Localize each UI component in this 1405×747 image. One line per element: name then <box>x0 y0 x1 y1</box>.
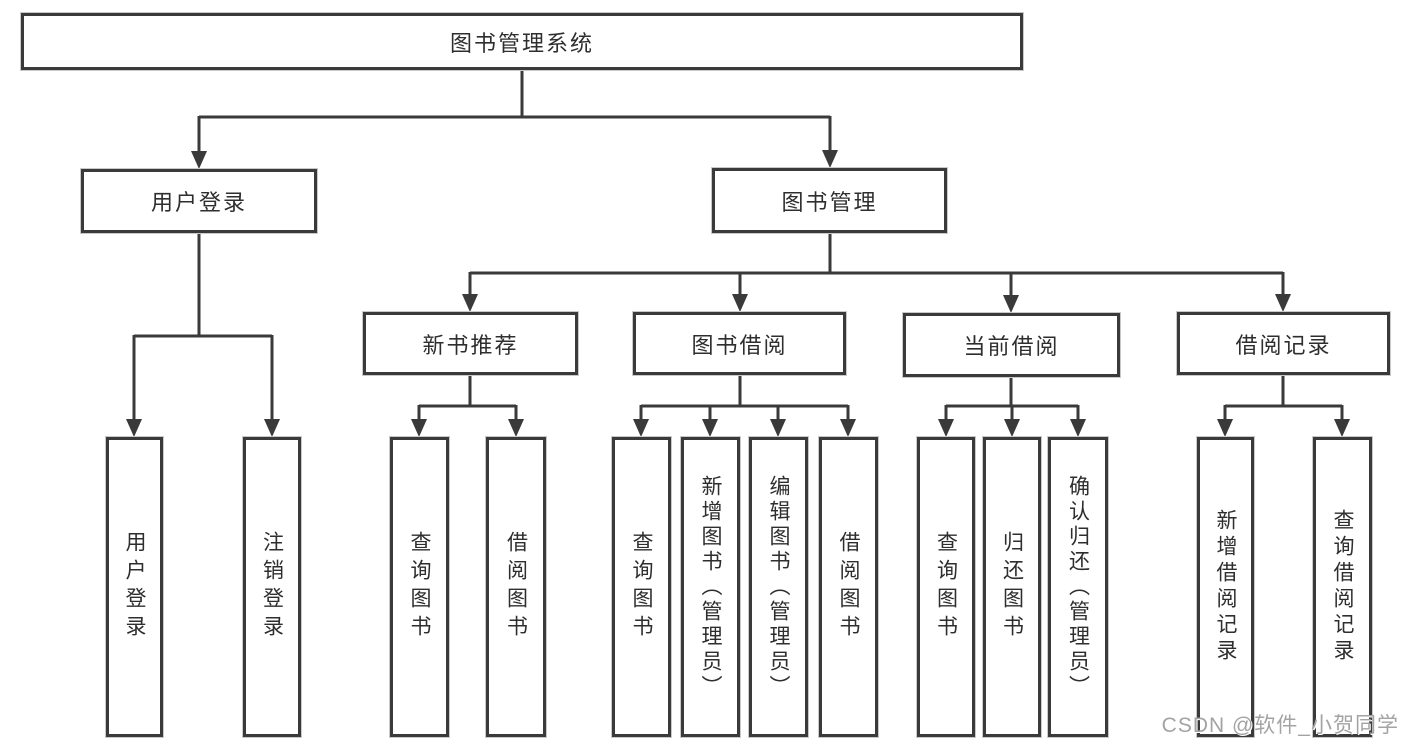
node-book-borrowing: 图书借阅 <box>633 312 846 375</box>
node-borrowing-records-label: 借阅记录 <box>1235 332 1332 358</box>
leaf-return-books: 归还图书 <box>983 437 1041 737</box>
node-new-book-recommend: 新书推荐 <box>363 312 578 375</box>
node-user-login: 用户登录 <box>81 169 317 233</box>
node-book-management: 图书管理 <box>712 168 947 233</box>
leaf-borrow-books-recommend-label: 借阅图书 <box>504 531 528 643</box>
leaf-query-books-recommend: 查询图书 <box>390 437 449 737</box>
arrowhead-icons <box>126 150 1350 437</box>
leaf-logout: 注销登录 <box>243 437 301 737</box>
leaf-add-books-admin-label: 新增图书（管理员） <box>699 474 722 700</box>
leaf-return-books-label: 归还图书 <box>1000 531 1024 643</box>
node-current-borrowing: 当前借阅 <box>903 313 1120 377</box>
leaf-add-books-admin: 新增图书（管理员） <box>681 437 740 737</box>
leaf-edit-books-admin: 编辑图书（管理员） <box>749 437 808 737</box>
leaf-query-borrow-record-label: 查询借阅记录 <box>1331 509 1354 665</box>
leaf-query-books-current: 查询图书 <box>917 437 975 737</box>
node-root-library-system: 图书管理系统 <box>21 13 1023 70</box>
leaf-borrow-books: 借阅图书 <box>819 437 878 737</box>
node-user-login-label: 用户登录 <box>150 190 247 215</box>
leaf-confirm-return-admin-label: 确认归还（管理员） <box>1066 474 1090 700</box>
node-current-borrowing-label: 当前借阅 <box>963 334 1060 359</box>
node-new-book-recommend-label: 新书推荐 <box>422 332 519 358</box>
leaf-borrow-books-recommend: 借阅图书 <box>486 437 546 737</box>
leaf-query-borrow-record: 查询借阅记录 <box>1313 437 1372 737</box>
leaf-borrow-books-label: 借阅图书 <box>837 531 860 643</box>
leaf-query-books-current-label: 查询图书 <box>934 531 958 643</box>
leaf-add-borrow-record: 新增借阅记录 <box>1197 437 1254 737</box>
leaf-user-login-label: 用户登录 <box>123 531 146 643</box>
leaf-query-books-borrowing: 查询图书 <box>612 437 671 737</box>
leaf-confirm-return-admin: 确认归还（管理员） <box>1048 437 1108 737</box>
leaf-logout-label: 注销登录 <box>260 531 284 643</box>
leaf-query-books-recommend-label: 查询图书 <box>408 531 431 643</box>
leaf-edit-books-admin-label: 编辑图书（管理员） <box>767 474 790 700</box>
leaf-user-login: 用户登录 <box>106 437 163 737</box>
node-book-borrowing-label: 图书借阅 <box>691 332 788 358</box>
csdn-watermark: CSDN @软件_小贺同学 <box>1161 714 1399 737</box>
node-borrowing-records: 借阅记录 <box>1177 312 1390 375</box>
node-book-management-label: 图书管理 <box>781 189 878 215</box>
node-root-label: 图书管理系统 <box>449 30 594 56</box>
leaf-add-borrow-record-label: 新增借阅记录 <box>1214 509 1237 665</box>
leaf-query-books-borrowing-label: 查询图书 <box>630 531 653 643</box>
